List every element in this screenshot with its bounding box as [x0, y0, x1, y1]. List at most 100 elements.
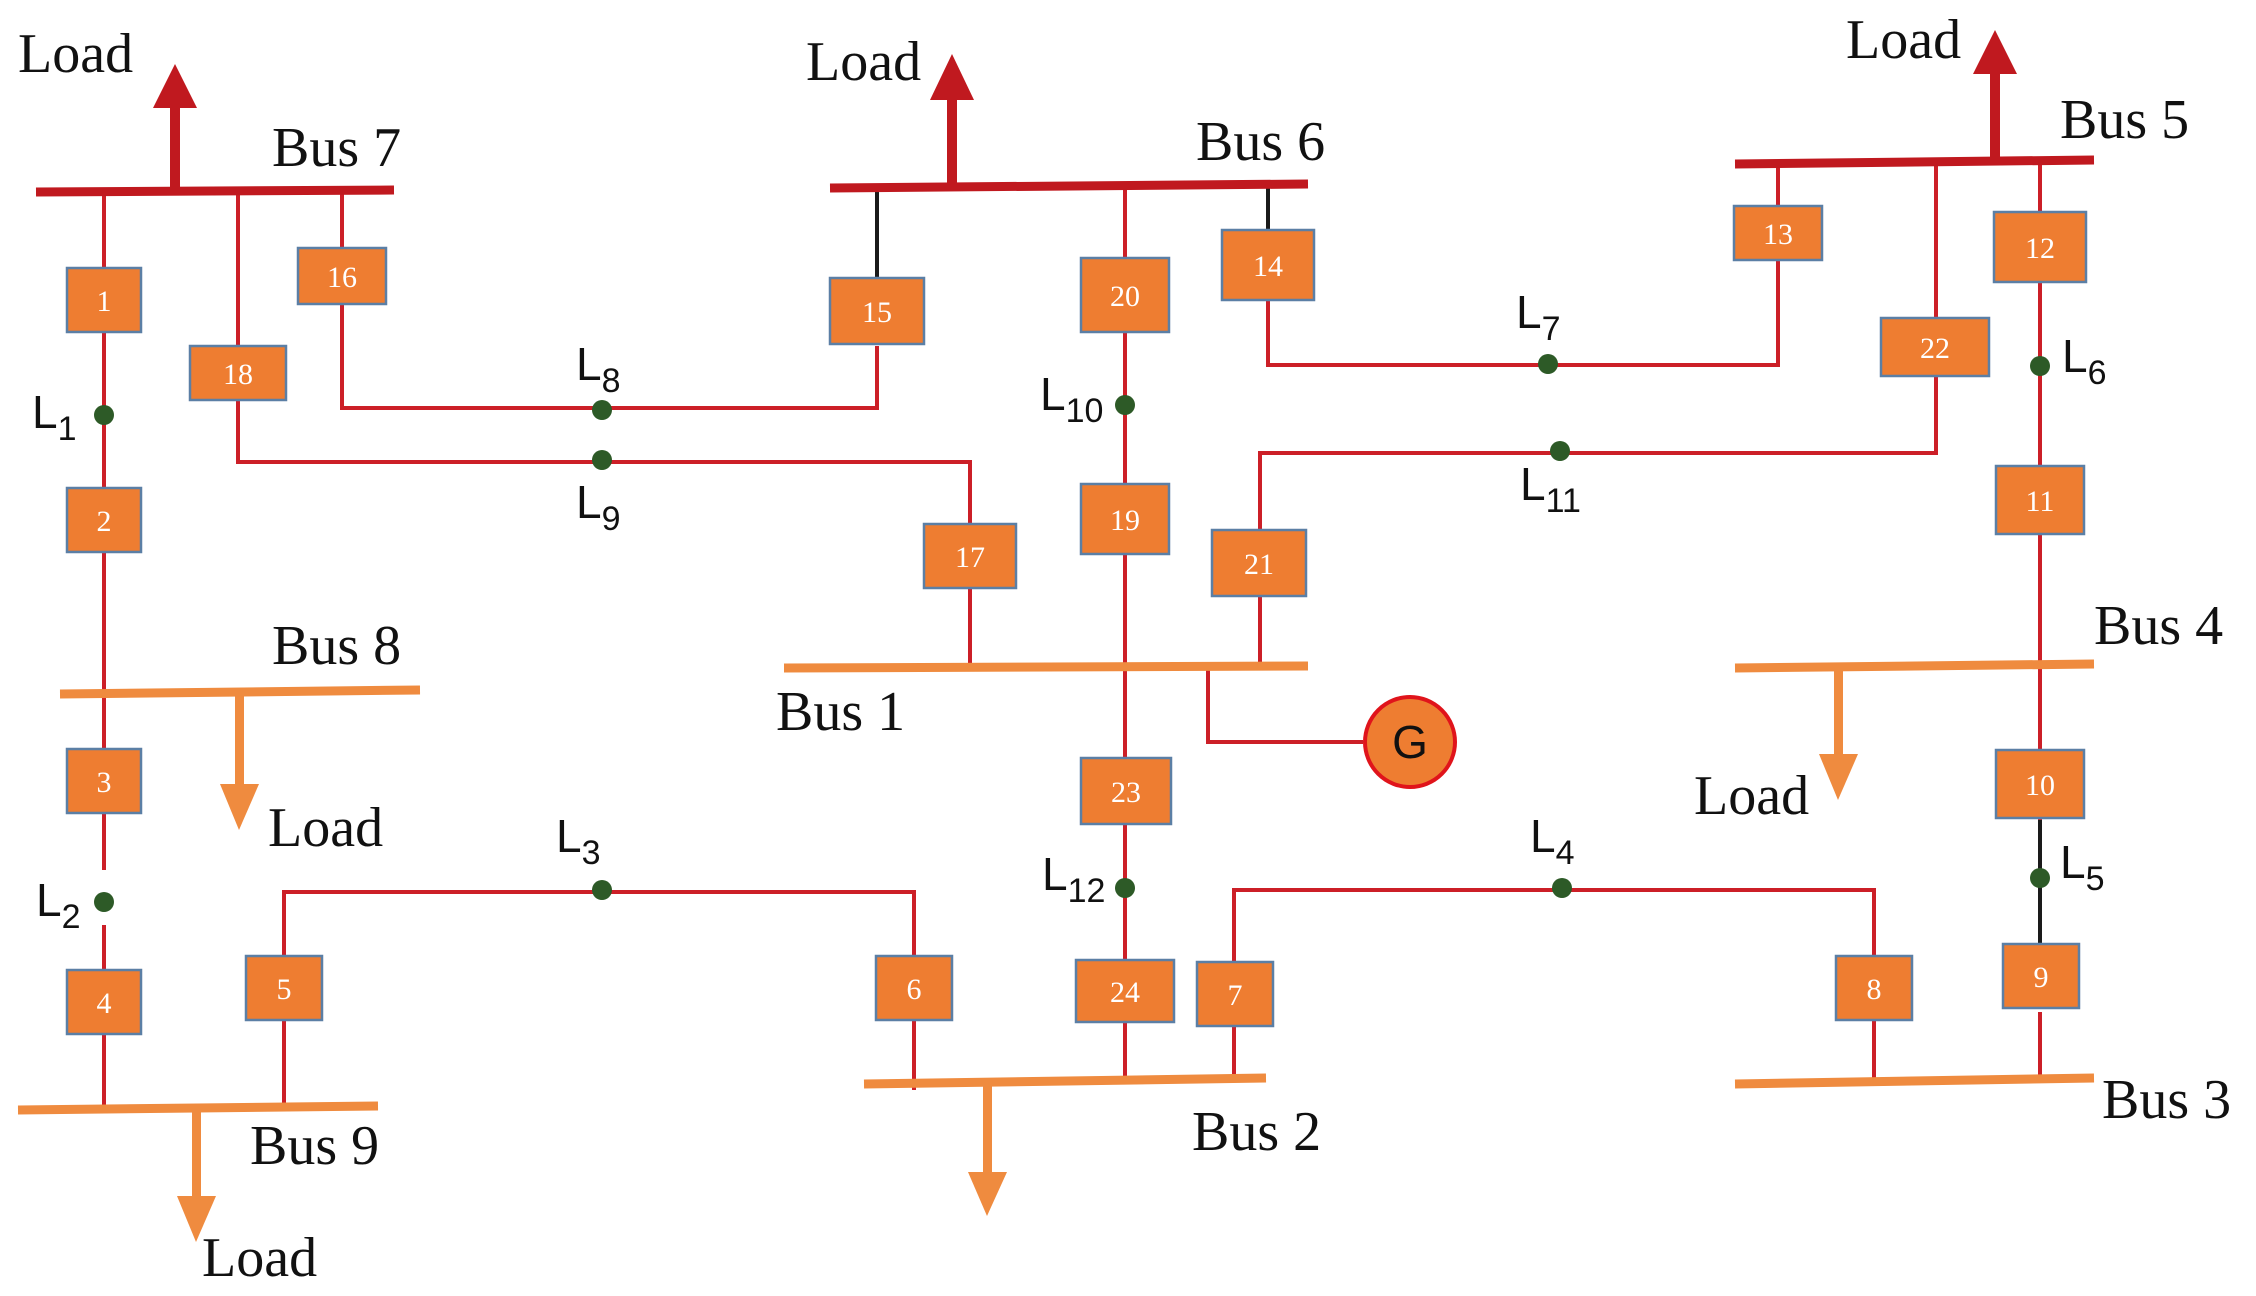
load-arrow-bus2: [968, 1086, 1007, 1216]
svg-text:8: 8: [1867, 973, 1882, 1006]
fault-point-L12: [1115, 878, 1135, 898]
fault-label-L5: L5: [2060, 836, 2105, 898]
generator: G: [1363, 695, 1457, 789]
relay-16: 16: [296, 246, 388, 306]
line-bus1-bus5: [1258, 165, 1938, 665]
svg-text:23: 23: [1111, 776, 1141, 809]
bus-label-3: Bus 3: [2102, 1069, 2231, 1131]
svg-text:3: 3: [97, 766, 112, 799]
bus-bar-1: [783, 661, 1309, 673]
fault-point-L8: [592, 400, 612, 420]
load-label-bus5: Load: [1846, 9, 1961, 71]
relay-7: 7: [1195, 960, 1275, 1028]
relay-5: 5: [244, 954, 324, 1022]
fault-label-L4: L4: [1530, 810, 1575, 872]
fault-point-L2: [94, 892, 114, 912]
svg-text:1: 1: [97, 285, 112, 318]
fault-label-L8: L8: [576, 338, 621, 400]
relay-15: 15: [828, 276, 926, 346]
svg-text:5: 5: [277, 973, 292, 1006]
load-arrow-bus6: [930, 54, 974, 186]
svg-text:16: 16: [327, 261, 357, 294]
svg-text:7: 7: [1228, 979, 1243, 1012]
relay-20: 20: [1079, 256, 1171, 334]
bus-label-8: Bus 8: [272, 615, 401, 677]
relay-14: 14: [1220, 228, 1316, 302]
svg-text:6: 6: [907, 973, 922, 1006]
bus-label-6: Bus 6: [1196, 111, 1325, 173]
fault-label-L11: L11: [1520, 458, 1581, 520]
relay-10: 10: [1994, 748, 2086, 820]
svg-text:21: 21: [1244, 548, 1274, 581]
svg-text:13: 13: [1763, 218, 1793, 251]
bus-bar-9: [17, 1101, 379, 1115]
relay-11: 11: [1994, 464, 2086, 536]
svg-text:12: 12: [2025, 232, 2055, 265]
relay-8: 8: [1834, 954, 1914, 1022]
load-arrow-bus9: [177, 1112, 216, 1242]
fault-point-L9: [592, 450, 612, 470]
bus-bar-8: [59, 685, 421, 699]
load-label-bus8: Load: [268, 797, 383, 859]
relay-4: 4: [65, 968, 143, 1036]
svg-text:15: 15: [862, 296, 892, 329]
bus-label-2: Bus 2: [1192, 1101, 1321, 1163]
svg-text:10: 10: [2025, 769, 2055, 802]
bus-label-7: Bus 7: [272, 117, 401, 179]
fault-points: [94, 354, 2050, 912]
relay-24: 24: [1074, 958, 1176, 1024]
line-bus9-bus2: [282, 890, 916, 1108]
fault-point-L3: [592, 880, 612, 900]
svg-text:17: 17: [955, 541, 985, 574]
generator-label: G: [1392, 716, 1428, 768]
line-bus2-bus3: [1232, 888, 1876, 1082]
svg-text:2: 2: [97, 505, 112, 538]
relay-21: 21: [1210, 528, 1308, 598]
svg-text:14: 14: [1253, 250, 1283, 283]
load-arrow-bus7: [153, 64, 197, 190]
bus-bar-7: [35, 185, 395, 197]
load-label-bus9: Load: [202, 1227, 317, 1289]
load-arrows: [153, 30, 2017, 1242]
bus-bars: [17, 155, 2095, 1115]
relay-1: 1: [65, 266, 143, 334]
load-label-bus7: Load: [18, 23, 133, 85]
relay-12: 12: [1992, 210, 2088, 284]
bus-bar-6: [829, 179, 1309, 193]
bus-label-4: Bus 4: [2094, 595, 2223, 657]
fault-label-L9: L9: [576, 476, 621, 538]
svg-text:24: 24: [1110, 976, 1140, 1009]
relay-2: 2: [65, 486, 143, 554]
fault-label-L10: L10: [1040, 368, 1103, 430]
relay-6: 6: [874, 954, 954, 1022]
fault-label-L6: L6: [2062, 330, 2107, 392]
line-bus1-generator: [1206, 668, 1363, 744]
bus-bar-4: [1734, 659, 2095, 673]
bus-bar-3: [1734, 1073, 2095, 1089]
relay-22: 22: [1879, 316, 1991, 378]
relay-9: 9: [2001, 942, 2081, 1010]
fault-point-L6: [2030, 356, 2050, 376]
bus-bar-5: [1734, 155, 2095, 169]
fault-point-L7: [1538, 354, 1558, 374]
bus-labels: Bus 7 Bus 6 Bus 5 Bus 8 Bus 1 Bus 4 Bus …: [250, 89, 2231, 1177]
load-labels: Load Load Load Load Load Load: [18, 9, 1961, 1289]
relay-19: 19: [1079, 482, 1171, 556]
load-arrow-bus8: [220, 696, 259, 830]
fault-labels: L1 L2 L3 L4 L5 L6 L7 L8 L9 L10 L11 L12: [32, 286, 2107, 936]
svg-text:9: 9: [2034, 961, 2049, 994]
relay-18: 18: [188, 344, 288, 402]
relay-3: 3: [65, 747, 143, 815]
relay-23: 23: [1079, 756, 1173, 826]
relays: 1 2 3 4 5 6 7 8 9 10 11 12 13 14 15 16 1…: [65, 204, 2088, 1036]
bus-label-1: Bus 1: [776, 681, 905, 743]
bus-bar-2: [863, 1073, 1267, 1089]
svg-text:22: 22: [1920, 332, 1950, 365]
generator-symbol: [1363, 695, 1457, 789]
svg-text:20: 20: [1110, 280, 1140, 313]
svg-text:4: 4: [97, 987, 112, 1020]
svg-text:11: 11: [2026, 485, 2055, 518]
line-bus6-bus5: [1266, 165, 1780, 367]
svg-text:18: 18: [223, 358, 253, 391]
black-segments: [875, 188, 2042, 944]
